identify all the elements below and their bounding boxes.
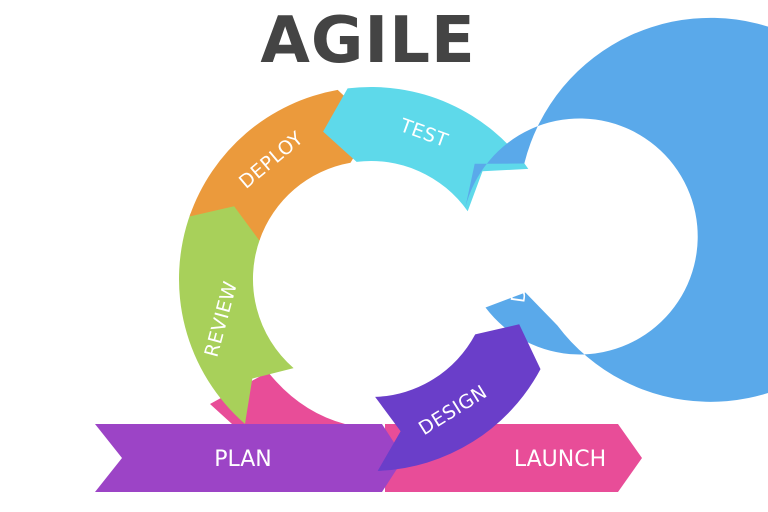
- design-arrow-segment: [375, 324, 541, 471]
- plan-arrow-banner: [95, 424, 404, 492]
- develop-arrow-segment: [465, 17, 768, 402]
- plan-label: PLAN: [214, 447, 272, 472]
- diagram-title: AGILE: [260, 4, 475, 78]
- develop-label: DEVELOP: [507, 211, 542, 305]
- test-arrow-segment: [323, 86, 529, 212]
- launch-label: LAUNCH: [514, 447, 606, 472]
- review-arrow-segment: [178, 199, 294, 424]
